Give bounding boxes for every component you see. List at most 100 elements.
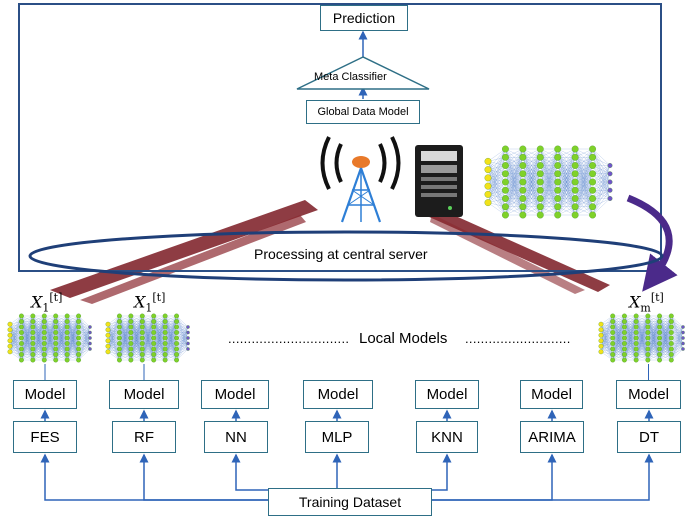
network-node <box>668 341 674 346</box>
network-edge <box>21 337 33 361</box>
network-node <box>174 357 179 363</box>
network-node <box>668 319 674 324</box>
network-edge <box>505 198 523 216</box>
network-node <box>657 313 662 319</box>
network-node <box>657 341 662 346</box>
network-edge <box>21 315 33 333</box>
network-node <box>53 319 59 324</box>
network-node <box>53 330 59 335</box>
network-edge <box>624 315 637 333</box>
algorithm-box: FES <box>13 421 77 453</box>
network-edge <box>78 337 91 361</box>
network-node <box>88 325 92 329</box>
network-node <box>117 346 122 352</box>
algorithm-box: DT <box>617 421 681 453</box>
network-node <box>151 346 157 352</box>
network-node <box>657 357 662 363</box>
network-node <box>88 341 92 346</box>
network-edge <box>487 202 506 216</box>
network-node <box>519 195 527 202</box>
network-node <box>519 203 527 211</box>
network-edge <box>636 337 648 361</box>
network-node <box>117 357 122 363</box>
network-edge <box>487 181 506 203</box>
network-edge <box>21 315 33 328</box>
network-node <box>645 341 651 346</box>
meta-classifier-triangle <box>296 56 430 90</box>
network-node <box>19 330 24 335</box>
network-node <box>151 324 157 330</box>
network-node <box>502 145 509 153</box>
network-edge <box>575 148 593 183</box>
network-node <box>536 186 544 194</box>
network-edge <box>67 348 79 361</box>
network-node <box>105 338 111 344</box>
network-node <box>622 341 627 346</box>
network-edge <box>107 332 120 352</box>
training-connector-lines <box>40 453 654 501</box>
network-edge <box>32 337 45 361</box>
network-node <box>128 357 134 363</box>
network-node <box>610 357 616 363</box>
network-node <box>139 324 145 330</box>
network-edge <box>522 148 541 166</box>
prediction-box: Prediction <box>320 5 408 31</box>
network-edge <box>176 326 189 350</box>
algorithm-label: FES <box>30 428 60 446</box>
algorithm-box: NN <box>204 421 268 453</box>
network-edge <box>44 337 56 361</box>
network-node <box>571 203 579 211</box>
network-node <box>151 335 157 341</box>
network-node <box>53 352 59 357</box>
network-node <box>105 332 111 338</box>
network-edge <box>153 343 166 361</box>
network-node <box>30 341 36 346</box>
network-node <box>30 319 36 324</box>
network-node <box>139 319 145 324</box>
network-edge <box>600 337 613 352</box>
network-node <box>139 352 145 357</box>
network-node <box>589 186 596 194</box>
network-node <box>174 330 179 335</box>
network-node <box>536 170 544 178</box>
network-edge <box>540 190 558 216</box>
network-edge <box>165 315 177 333</box>
network-edge <box>130 315 143 333</box>
network-node <box>7 327 13 333</box>
network-node <box>128 352 134 357</box>
network-edge <box>659 343 672 361</box>
network-node <box>64 352 70 357</box>
x-label-first: X1[t] <box>31 291 63 315</box>
network-node <box>554 145 562 153</box>
network-node <box>19 335 24 341</box>
network-node <box>64 313 70 319</box>
network-edge <box>32 315 45 339</box>
algorithm-label: DT <box>639 428 659 446</box>
network-node <box>622 319 627 324</box>
network-edge <box>67 343 79 361</box>
network-node <box>598 338 604 344</box>
network-edge <box>522 148 541 183</box>
network-node <box>571 162 579 169</box>
network-node <box>53 357 59 363</box>
network-node <box>554 203 562 211</box>
network-edge <box>9 332 22 352</box>
network-edge <box>636 348 648 361</box>
network-edge <box>142 337 154 361</box>
network-edge <box>55 315 68 333</box>
network-edge <box>487 190 506 203</box>
network-node <box>622 313 627 319</box>
network-node <box>19 319 24 324</box>
network-edge <box>119 315 131 328</box>
network-node <box>536 162 544 169</box>
network-node <box>536 153 544 161</box>
network-edge <box>624 337 637 361</box>
network-node <box>502 195 509 202</box>
network-edge <box>612 315 625 328</box>
network-node <box>76 341 81 346</box>
network-node <box>174 313 179 319</box>
network-node <box>41 346 47 352</box>
network-node <box>502 170 509 178</box>
network-edge <box>165 348 177 361</box>
network-edge <box>624 315 637 328</box>
